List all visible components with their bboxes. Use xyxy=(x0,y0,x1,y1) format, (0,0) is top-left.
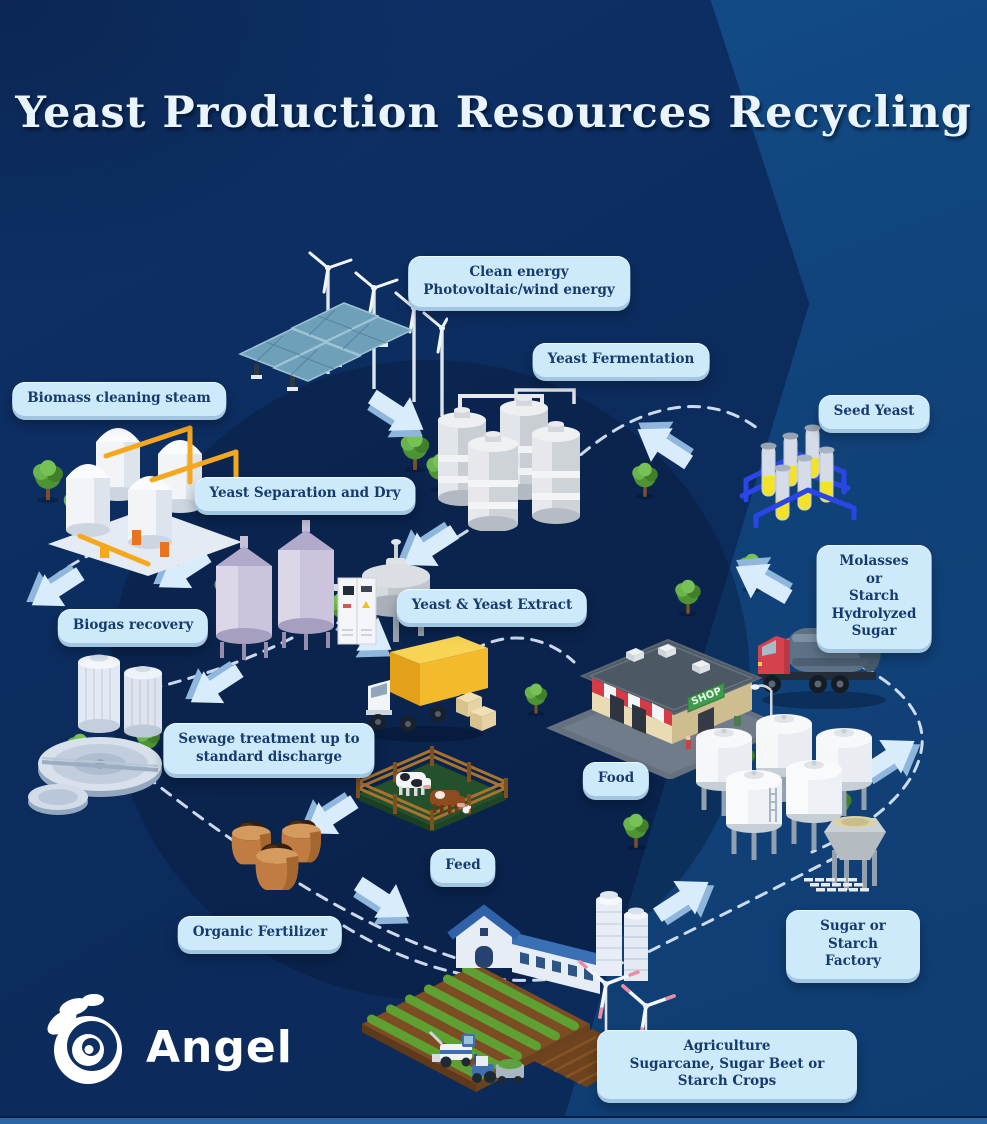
yeast-truck-illustration xyxy=(366,636,496,742)
angel-swirl-icon xyxy=(47,993,122,1084)
page-title: Yeast Production Resources Recycling xyxy=(15,88,972,138)
seed-yeast-illustration xyxy=(739,424,857,529)
label-yeast-extract: Yeast & Yeast Extract xyxy=(396,589,588,623)
bottom-divider xyxy=(0,1116,987,1118)
fermentation-tanks-illustration xyxy=(438,388,580,531)
tree-icon xyxy=(623,813,649,851)
label-yeast-separation: Yeast Separation and Dry xyxy=(194,477,416,511)
yeast-separation-illustration xyxy=(216,520,430,660)
fertilizer-sacks-illustration xyxy=(231,820,322,890)
shop-illustration: SHOP xyxy=(546,638,790,779)
label-clean-energy: Clean energy Photovoltaic/wind energy xyxy=(408,256,630,308)
label-biogas-recovery: Biogas recovery xyxy=(57,609,209,643)
label-organic-fertilizer: Organic Fertilizer xyxy=(177,916,343,950)
label-sewage-treatment: Sewage treatment up to standard discharg… xyxy=(163,723,375,775)
feed-pen-illustration xyxy=(356,746,508,832)
brand-logo: Angel xyxy=(36,988,293,1092)
solar-wind-illustration xyxy=(238,251,448,416)
brand-logo-text: Angel xyxy=(146,1021,293,1073)
label-food: Food xyxy=(582,762,650,796)
sewage-plant-illustration xyxy=(28,654,162,815)
label-agriculture: Agriculture Sugarcane, Sugar Beet or Sta… xyxy=(597,1030,857,1099)
label-feed: Feed xyxy=(430,849,496,883)
label-yeast-fermentation: Yeast Fermentation xyxy=(532,343,710,377)
label-biomass-cleaning: Biomass cleaning steam xyxy=(12,382,226,416)
bottom-strip xyxy=(0,1118,987,1124)
label-sugar-starch-factory: Sugar or Starch Factory xyxy=(786,910,920,979)
sugar-factory-illustration xyxy=(696,714,886,892)
tree-icon xyxy=(675,579,701,617)
label-molasses: Molasses or Starch Hydrolyzed Sugar xyxy=(816,545,932,649)
tree-icon xyxy=(632,462,658,500)
biomass-boiler-illustration xyxy=(48,425,242,576)
label-seed-yeast: Seed Yeast xyxy=(818,395,930,429)
